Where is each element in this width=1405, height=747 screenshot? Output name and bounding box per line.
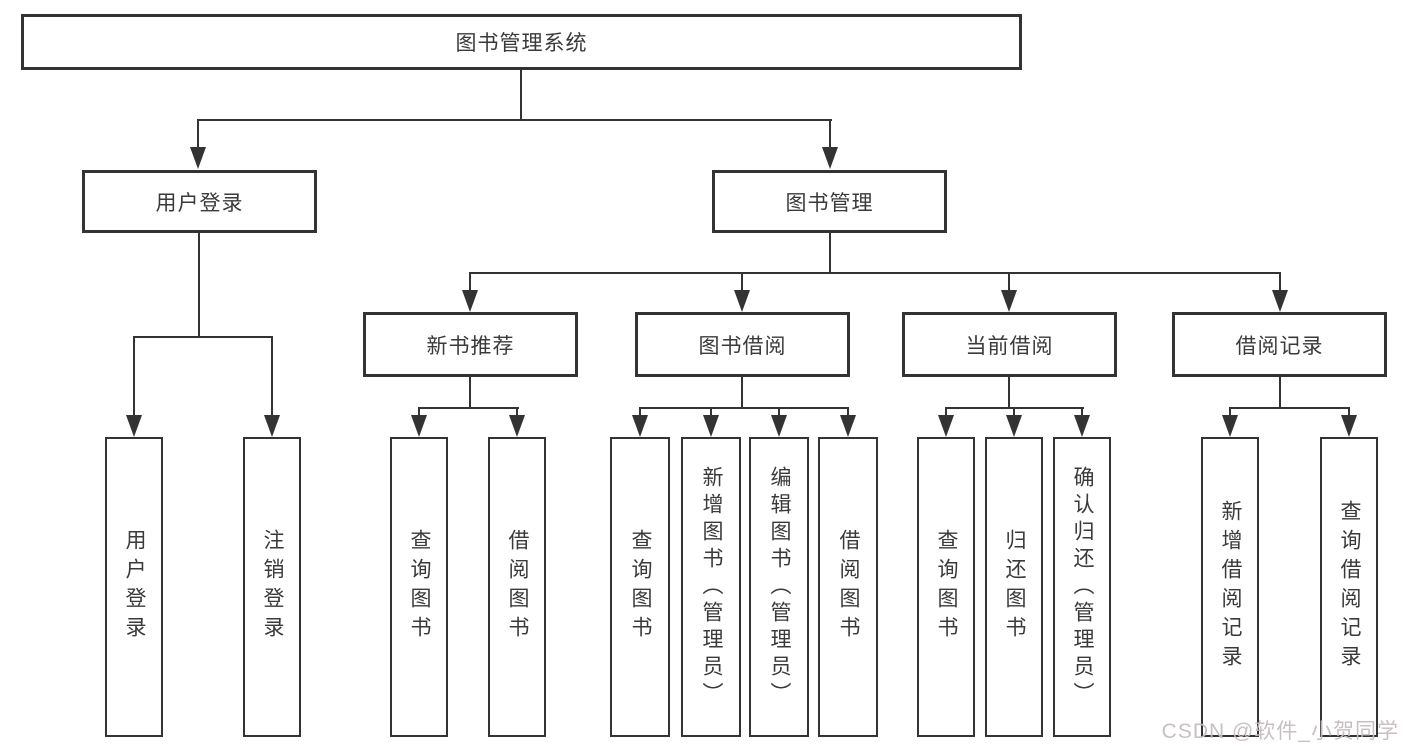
arrow-down-icon	[1272, 290, 1288, 312]
connector-branch	[418, 407, 519, 409]
connector-drop	[778, 407, 780, 419]
arrow-down-icon	[190, 147, 206, 169]
arrow-down-icon	[632, 415, 648, 437]
arrow-down-icon	[938, 415, 954, 437]
leaf-logout-login: 注销登录	[243, 437, 301, 737]
connector-stem	[741, 376, 743, 408]
node-label: 确认归还（管理员）	[1071, 465, 1094, 709]
connector-drop	[271, 336, 273, 417]
node-new-book-recommendation: 新书推荐	[363, 312, 578, 377]
arrow-down-icon	[264, 415, 280, 437]
node-label: 新增借阅记录	[1219, 500, 1242, 674]
node-label: 图书管理系统	[455, 32, 588, 55]
leaf-add-books-admin: 新增图书（管理员）	[681, 437, 741, 737]
leaf-borrow-books-recommend: 借阅图书	[488, 437, 546, 737]
arrow-down-icon	[822, 147, 838, 169]
arrow-down-icon	[771, 415, 787, 437]
node-label: 编辑图书（管理员）	[768, 465, 791, 709]
connector-drop	[1013, 407, 1015, 419]
node-user-login: 用户登录	[82, 170, 317, 233]
node-label: 借阅图书	[506, 529, 529, 645]
node-current-borrowing: 当前借阅	[902, 312, 1117, 377]
connector-root-branch	[197, 119, 832, 121]
node-label: 用户登录	[123, 529, 146, 645]
connector-drop	[639, 407, 641, 419]
node-book-borrowing: 图书借阅	[635, 312, 850, 377]
connector-drop	[1279, 272, 1281, 292]
connector-book-management-stem	[829, 232, 831, 273]
leaf-query-books-borrowing: 查询图书	[610, 437, 670, 737]
connector-drop	[945, 407, 947, 419]
leaf-return-books: 归还图书	[985, 437, 1043, 737]
connector-book-management-branch	[469, 272, 1281, 274]
arrow-down-icon	[1341, 415, 1357, 437]
connector-root-stem	[520, 69, 522, 120]
node-label: 借阅记录	[1235, 334, 1324, 358]
node-book-management: 图书管理	[712, 170, 947, 233]
node-label: 归还图书	[1003, 529, 1026, 645]
node-label: 查询图书	[629, 529, 652, 645]
arrow-down-icon	[411, 415, 427, 437]
leaf-query-books-recommend: 查询图书	[390, 437, 448, 737]
leaf-add-borrowing-record: 新增借阅记录	[1201, 437, 1259, 737]
connector-drop	[418, 407, 420, 419]
connector-drop	[197, 119, 199, 149]
node-label: 注销登录	[261, 529, 284, 645]
arrow-down-icon	[509, 415, 525, 437]
connector-drop	[1008, 272, 1010, 292]
node-borrowing-records: 借阅记录	[1172, 312, 1387, 377]
connector-user-login-stem	[198, 232, 200, 337]
connector-drop	[469, 272, 471, 292]
connector-stem	[469, 376, 471, 408]
node-label: 当前借阅	[965, 334, 1054, 358]
connector-stem	[1008, 376, 1010, 408]
node-label: 借阅图书	[837, 529, 860, 645]
leaf-query-borrowing-record: 查询借阅记录	[1320, 437, 1378, 737]
node-label: 查询图书	[935, 529, 958, 645]
arrow-down-icon	[734, 290, 750, 312]
connector-drop	[1229, 407, 1231, 419]
arrow-down-icon	[1222, 415, 1238, 437]
connector-drop	[516, 407, 518, 419]
connector-drop	[847, 407, 849, 419]
connector-user-login-branch	[133, 336, 273, 338]
arrow-down-icon	[126, 415, 142, 437]
node-label: 用户登录	[155, 191, 244, 215]
connector-branch	[639, 407, 849, 409]
leaf-query-books-current: 查询图书	[917, 437, 975, 737]
node-label: 新书推荐	[426, 334, 515, 358]
connector-drop	[710, 407, 712, 419]
connector-drop	[829, 119, 831, 149]
arrow-down-icon	[1006, 415, 1022, 437]
csdn-watermark: CSDN @软件_小贺同学	[1161, 720, 1399, 743]
node-label: 图书管理	[785, 191, 874, 215]
connector-branch	[1229, 407, 1350, 409]
node-library-management-system: 图书管理系统	[21, 14, 1022, 70]
arrow-down-icon	[1074, 415, 1090, 437]
node-label: 查询借阅记录	[1338, 500, 1361, 674]
connector-drop	[741, 272, 743, 292]
leaf-user-login: 用户登录	[105, 437, 163, 737]
node-label: 查询图书	[408, 529, 431, 645]
arrow-down-icon	[703, 415, 719, 437]
leaf-edit-books-admin: 编辑图书（管理员）	[749, 437, 809, 737]
arrow-down-icon	[462, 290, 478, 312]
connector-drop	[133, 336, 135, 417]
arrow-down-icon	[840, 415, 856, 437]
connector-stem	[1279, 376, 1281, 408]
connector-drop	[1348, 407, 1350, 419]
leaf-confirm-return-admin: 确认归还（管理员）	[1053, 437, 1111, 737]
leaf-borrow-books-borrowing: 借阅图书	[818, 437, 878, 737]
node-label: 图书借阅	[698, 334, 787, 358]
node-label: 新增图书（管理员）	[700, 465, 723, 709]
arrow-down-icon	[1001, 290, 1017, 312]
connector-drop	[1081, 407, 1083, 419]
